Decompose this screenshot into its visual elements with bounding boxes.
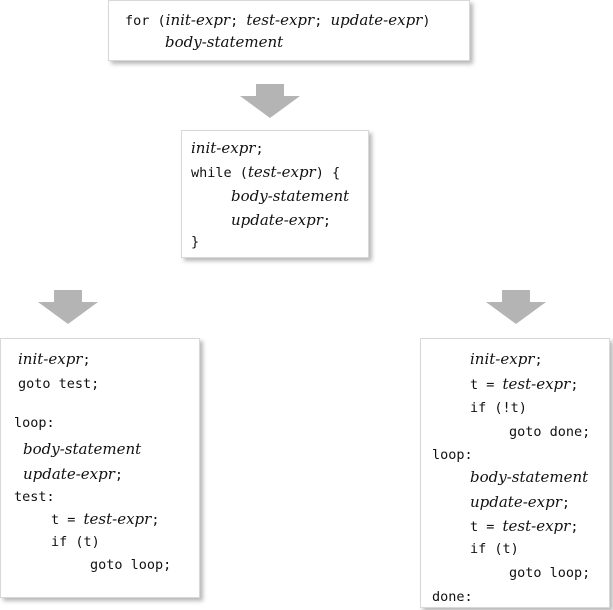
arrow-down-icon bbox=[240, 84, 300, 118]
for-body-line: body-statement bbox=[165, 33, 284, 51]
for-line: for (init-expr; test-expr; update-expr) bbox=[125, 11, 431, 29]
while-loop-box: init-expr; while (test-expr) { body-stat… bbox=[181, 130, 369, 258]
guarded-do-box-right: init-expr; t = test-expr; if (!t) goto d… bbox=[420, 338, 610, 608]
arrow-down-icon bbox=[38, 290, 98, 324]
for-loop-box: for (init-expr; test-expr; update-expr) … bbox=[108, 0, 470, 61]
guarded-do-box-left: init-expr; goto test; loop: body-stateme… bbox=[0, 338, 200, 598]
arrow-down-icon bbox=[486, 290, 546, 324]
